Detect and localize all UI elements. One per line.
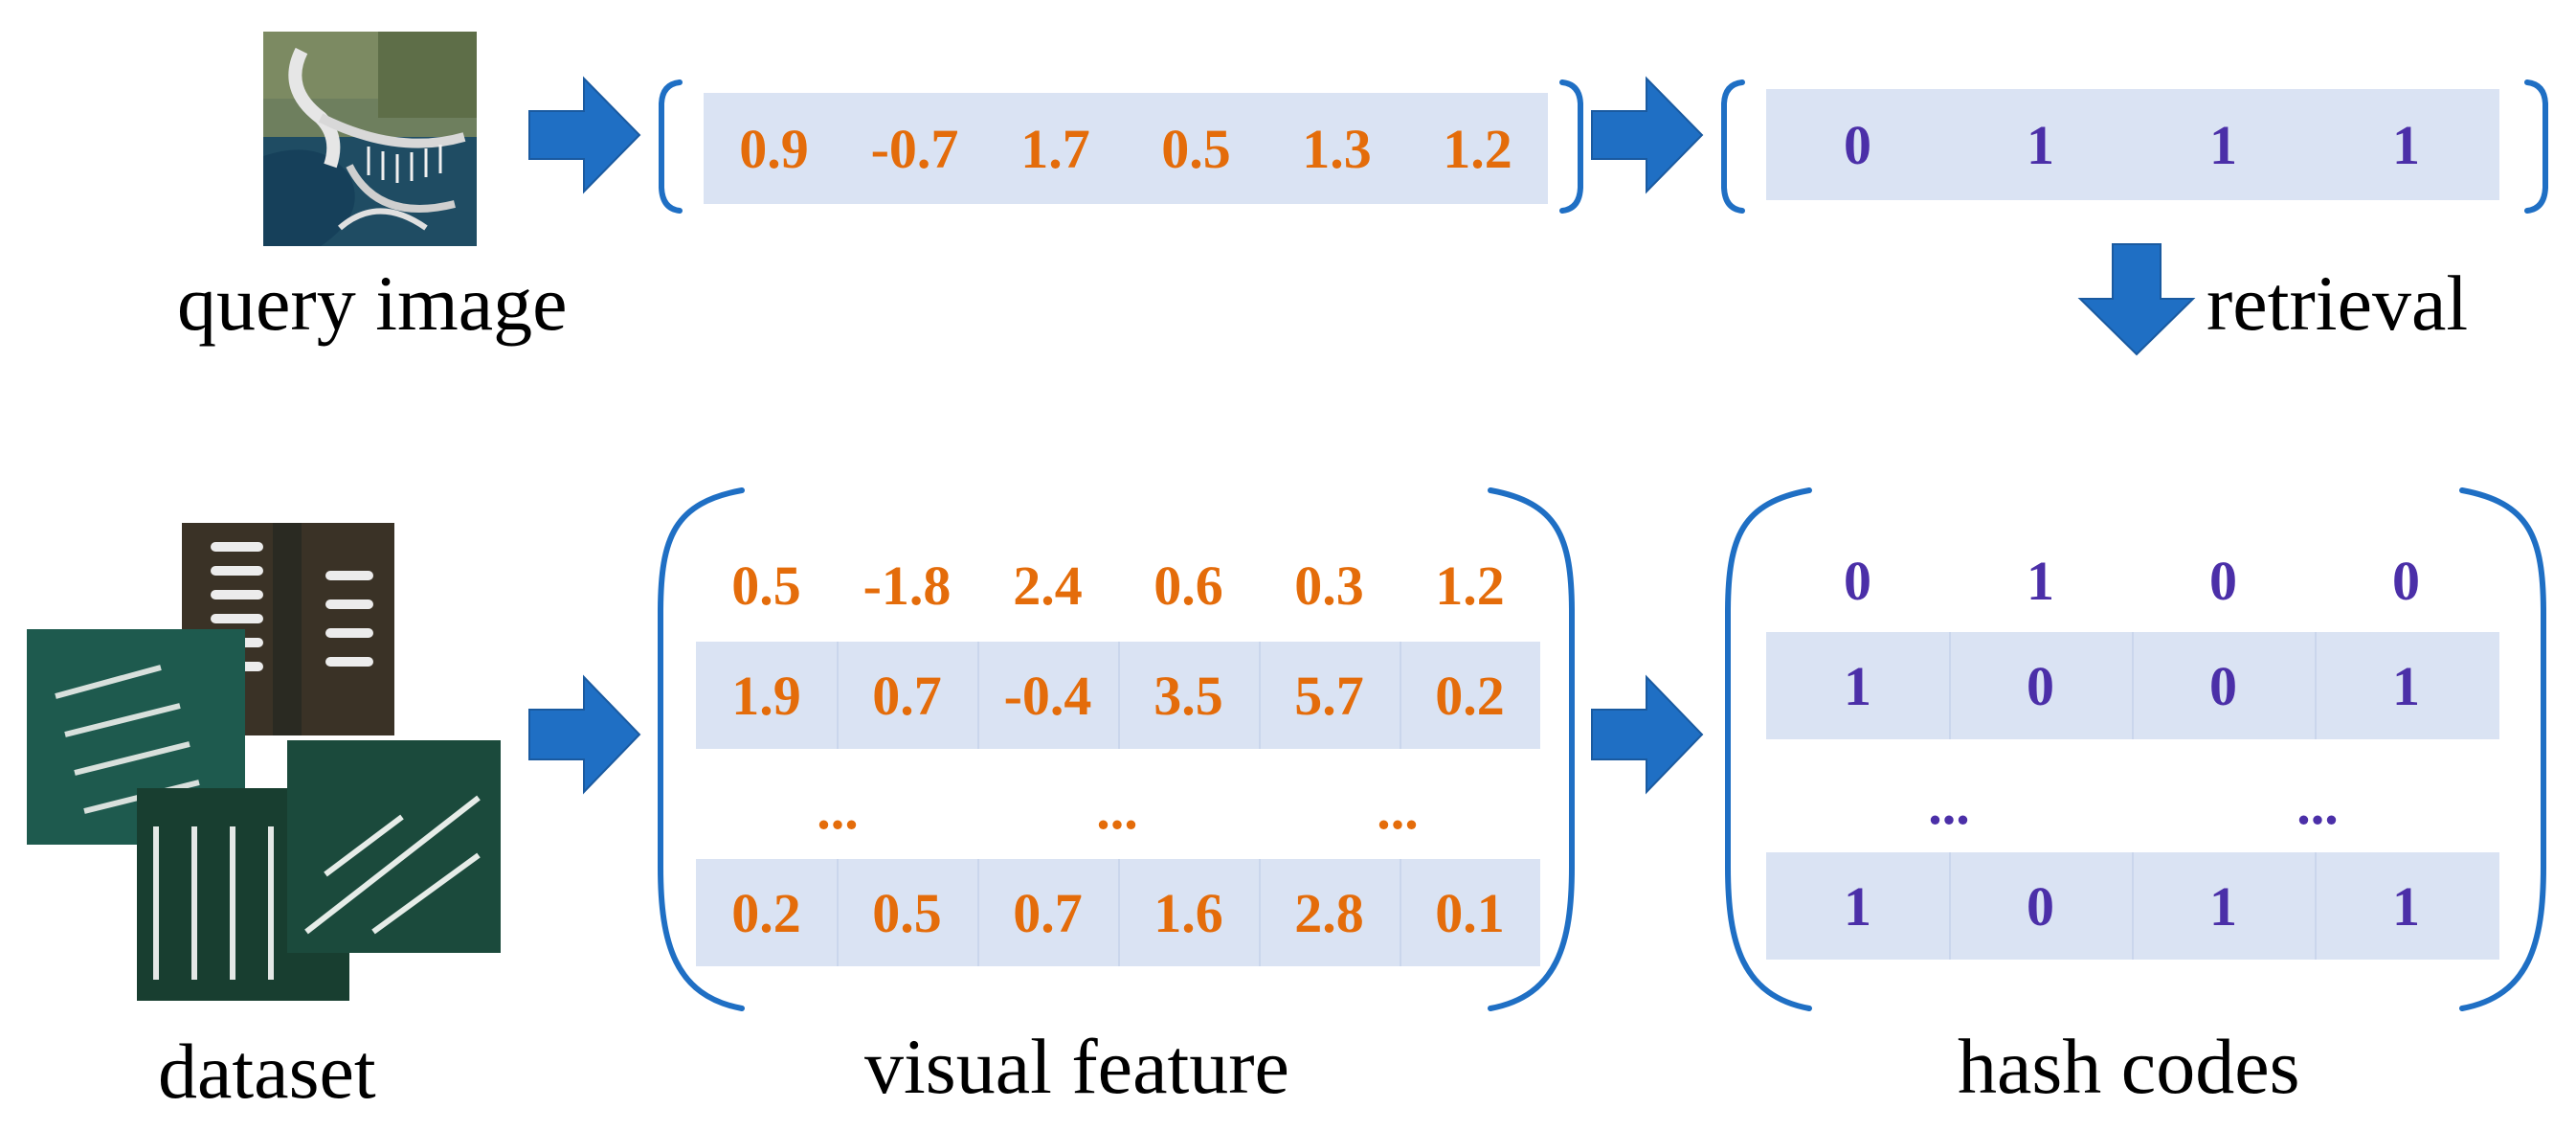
arrow-feature-to-hash: [1591, 76, 1704, 194]
query-hash-bit: 1: [2209, 113, 2237, 176]
cell-divider: [2315, 852, 2317, 960]
cell-divider: [1400, 642, 1401, 749]
hash-matrix-bit: 1: [2392, 654, 2420, 717]
feature-matrix-cell: 0.5: [731, 554, 801, 617]
feature-matrix-cell: 0.3: [1294, 554, 1364, 617]
arrow-dataset-to-feature: [528, 674, 641, 795]
cell-divider: [837, 859, 839, 966]
cell-divider: [1118, 859, 1120, 966]
feature-matrix-cell: 0.2: [731, 881, 801, 944]
cell-divider: [1118, 642, 1120, 749]
feature-matrix-cell: -0.4: [1003, 664, 1092, 727]
cell-divider: [2132, 852, 2134, 960]
hash-matrix-bit: 0: [2027, 874, 2054, 938]
feature-matrix-cell: 1.2: [1435, 554, 1505, 617]
query-feature-value: 1.3: [1302, 117, 1372, 180]
feature-matrix-cell: 0.6: [1154, 554, 1223, 617]
hash-matrix-ellipsis: ...: [1928, 773, 1970, 836]
query-feature-value: 1.2: [1443, 117, 1512, 180]
hash-matrix-bit: 1: [2027, 549, 2054, 612]
feature-matrix-cell: 5.7: [1294, 664, 1364, 727]
hash-matrix-ellipsis: ...: [2296, 773, 2339, 836]
feature-matrix-ellipsis: ...: [817, 778, 859, 841]
cell-divider: [1259, 859, 1261, 966]
query-hash-bit: 1: [2027, 113, 2054, 176]
feature-matrix-bracket-left: [658, 487, 745, 1011]
arrow-matrix-to-hash: [1591, 674, 1704, 795]
query-hash-bit: 0: [1844, 113, 1871, 176]
feature-matrix-cell: 2.8: [1294, 881, 1364, 944]
visual-feature-label: visual feature: [864, 1023, 1289, 1110]
dataset-label: dataset: [158, 1028, 376, 1115]
feature-matrix-cell: 0.1: [1435, 881, 1505, 944]
hash-matrix-bit: 0: [2209, 654, 2237, 717]
arrow-retrieval: [2077, 243, 2196, 356]
dataset-image-4: [287, 740, 501, 953]
hash-matrix-bit: 1: [2209, 874, 2237, 938]
feature-matrix-ellipsis: ...: [1096, 778, 1138, 841]
query-feature-value: 1.7: [1020, 117, 1090, 180]
query-feature-value: 0.9: [739, 117, 809, 180]
cell-divider: [1259, 642, 1261, 749]
query-feature-band: [704, 93, 1548, 204]
hash-matrix-bit: 1: [1844, 874, 1871, 938]
hash-matrix-bracket-right: [2459, 487, 2546, 1011]
cell-divider: [2132, 632, 2134, 739]
cell-divider: [837, 642, 839, 749]
hash-matrix-bit: 0: [2027, 654, 2054, 717]
hash-matrix-bit: 0: [2392, 549, 2420, 612]
hash-matrix-bit: 1: [2392, 874, 2420, 938]
query-hash-bracket-right: [2524, 79, 2548, 214]
feature-matrix-cell: 3.5: [1154, 664, 1223, 727]
feature-matrix-cell: 0.2: [1435, 664, 1505, 727]
feature-matrix-cell: 1.6: [1154, 881, 1223, 944]
cell-divider: [1949, 852, 1951, 960]
hash-matrix-bracket-left: [1725, 487, 1812, 1011]
feature-matrix-cell: 0.7: [872, 664, 942, 727]
feature-matrix-cell: 2.4: [1013, 554, 1083, 617]
cell-divider: [977, 859, 979, 966]
query-feature-value: 0.5: [1161, 117, 1231, 180]
feature-matrix-cell: -1.8: [862, 554, 952, 617]
query-hash-band: [1766, 89, 2499, 200]
query-feature-value: -0.7: [870, 117, 959, 180]
arrow-query-to-feature: [528, 76, 641, 194]
query-image-label: query image: [177, 260, 568, 347]
hash-codes-label: hash codes: [1958, 1023, 2300, 1110]
feature-matrix-ellipsis: ...: [1377, 778, 1419, 841]
cell-divider: [2315, 632, 2317, 739]
query-hash-bracket-left: [1721, 79, 1745, 214]
feature-matrix-cell: 0.7: [1013, 881, 1083, 944]
query-feature-bracket-right: [1559, 79, 1583, 214]
query-feature-bracket-left: [659, 79, 683, 214]
cell-divider: [1400, 859, 1401, 966]
hash-matrix-bit: 0: [2209, 549, 2237, 612]
query-hash-bit: 1: [2392, 113, 2420, 176]
cell-divider: [977, 642, 979, 749]
cell-divider: [1949, 632, 1951, 739]
hash-matrix-bit: 0: [1844, 549, 1871, 612]
query-image: [263, 32, 477, 246]
feature-matrix-cell: 0.5: [872, 881, 942, 944]
feature-matrix-bracket-right: [1488, 487, 1575, 1011]
hash-matrix-bit: 1: [1844, 654, 1871, 717]
feature-matrix-cell: 1.9: [731, 664, 801, 727]
retrieval-label: retrieval: [2206, 260, 2469, 347]
